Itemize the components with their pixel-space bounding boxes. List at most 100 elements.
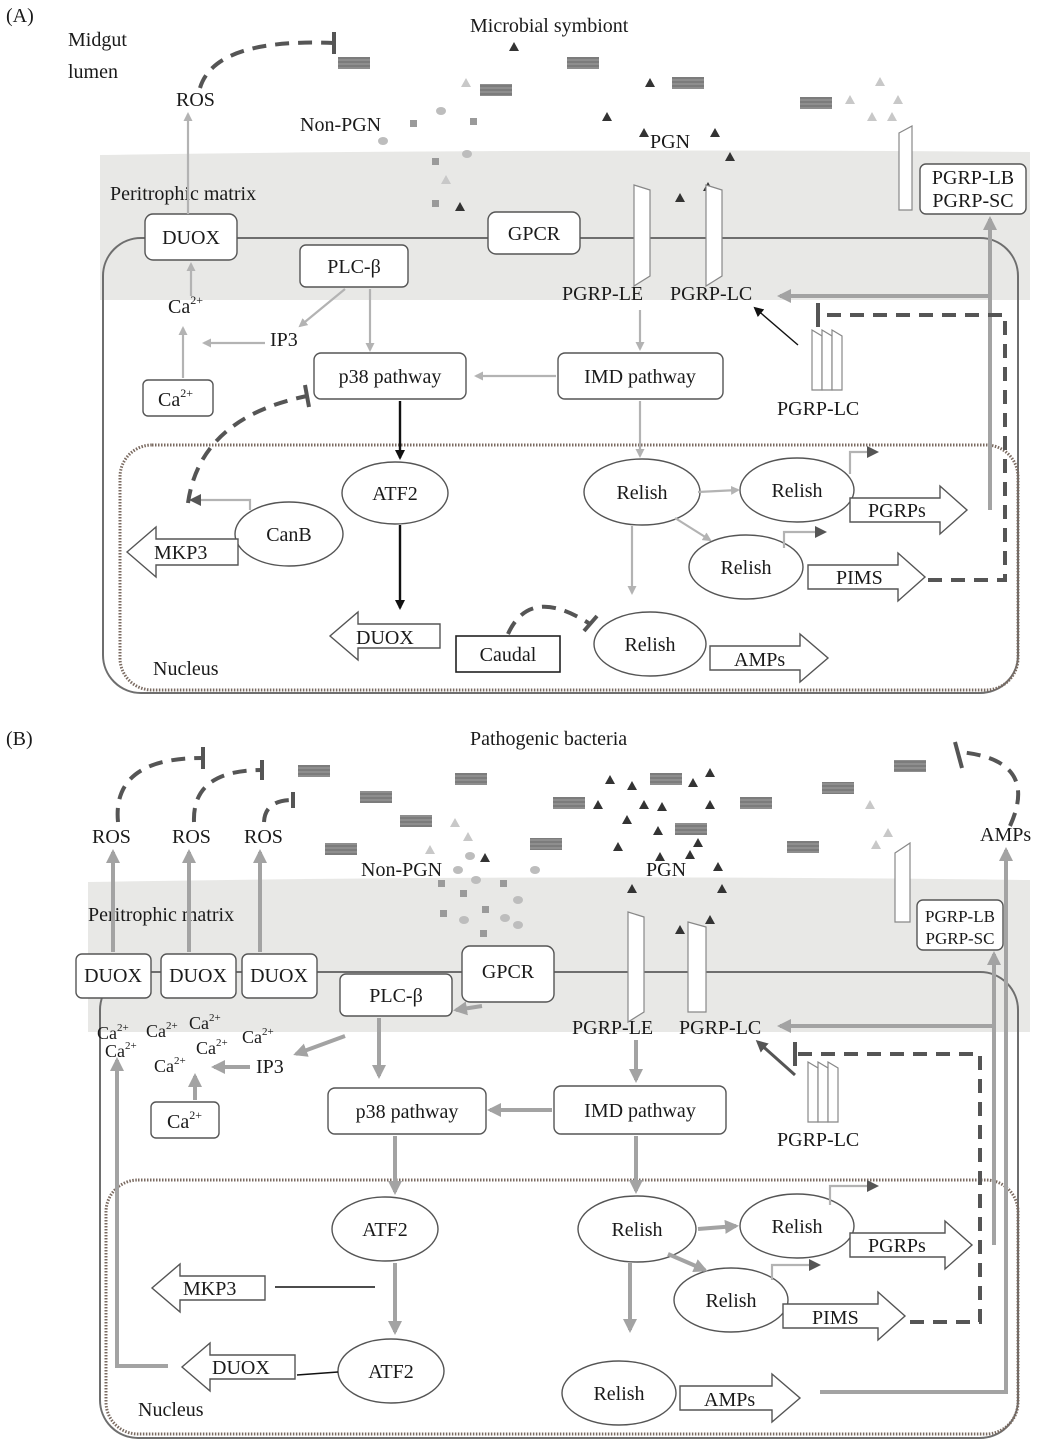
amps-inhibition-line	[959, 750, 1021, 827]
pgrp-lc-receptor	[705, 184, 723, 288]
tss-arrow	[782, 526, 827, 548]
imd-box-b	[553, 1085, 727, 1135]
non-pgn-particle	[480, 930, 487, 937]
arrow-relish-relish3	[674, 517, 712, 542]
pims-gene-b	[782, 1290, 907, 1342]
arrow-canb-mkp3	[189, 494, 252, 510]
pgn-particle	[688, 778, 698, 787]
panel-b: (B) Pathogenic bacteria	[6, 728, 1031, 1439]
ip3-label-b: IP3	[256, 1056, 284, 1078]
pgrp-lc-label: PGRP-LC	[670, 283, 752, 305]
duox-gene	[328, 610, 441, 662]
non-pgn-particle	[440, 910, 447, 917]
tss-arrow	[848, 446, 879, 474]
duox-gene-label-b: DUOX	[212, 1357, 270, 1379]
pgrp-le-label: PGRP-LE	[562, 283, 643, 305]
arrow-duox-gene-up	[110, 1057, 168, 1368]
mkp3-gene-b	[150, 1262, 266, 1314]
p38-label-b: p38 pathway	[356, 1101, 459, 1123]
pgn-particle	[613, 842, 623, 851]
pgrp-lc-receptor	[687, 921, 707, 1013]
pgn-particle	[705, 768, 715, 777]
ca-top-label: Ca2+	[168, 293, 203, 318]
peritrophic-matrix-b	[88, 877, 1030, 1032]
relish-label-2-b: Relish	[771, 1216, 822, 1238]
pgn-particle	[871, 840, 881, 849]
canb-node	[234, 501, 344, 567]
pgrp-le-receptor	[633, 184, 651, 288]
arrow-relish-relish2	[697, 1219, 739, 1234]
inhibit-pims-lc-b	[796, 1052, 982, 1324]
symbionts-a	[338, 42, 903, 211]
pgn-particle	[887, 112, 897, 121]
non-pgn-particle	[482, 906, 489, 913]
ros-label-1: ROS	[92, 826, 131, 848]
bacterium	[455, 773, 487, 785]
p38-box	[313, 352, 467, 400]
relish-label-1: Relish	[616, 482, 667, 504]
p38-box-b	[327, 1087, 487, 1135]
relish-node-3	[688, 534, 804, 600]
bacterium	[787, 841, 819, 853]
duox-label-3: DUOX	[250, 965, 308, 987]
inhibit-mkp3-p38	[186, 394, 308, 504]
pgn-particle	[883, 828, 893, 837]
ca-bottom-label: Ca2+	[158, 386, 193, 411]
relish-node-4-b	[561, 1360, 677, 1426]
bacterium	[298, 765, 330, 777]
atf2-label-1: ATF2	[362, 1219, 408, 1241]
pgn-particle	[693, 838, 703, 847]
non-pgn-particle	[432, 158, 439, 165]
relish-node-2-b	[739, 1193, 855, 1259]
plc-box-b	[339, 973, 453, 1017]
non-pgn-label: Non-PGN	[300, 114, 381, 136]
pgn-particle	[867, 112, 877, 121]
ros-label: ROS	[176, 89, 215, 111]
gpcr-box-b	[461, 945, 555, 1003]
pims-gene	[807, 551, 927, 603]
non-pgn-particle	[463, 832, 473, 841]
pims-label-b: PIMS	[812, 1307, 859, 1329]
atf2-node-1	[331, 1196, 439, 1262]
nucleus-b	[104, 1178, 1020, 1436]
amps-gene-b	[679, 1372, 802, 1424]
non-pgn-particle	[425, 845, 435, 854]
plc-label: PLC-β	[327, 256, 381, 278]
amps-label: AMPs	[734, 649, 785, 671]
pgrp-lc-cluster-label: PGRP-LC	[777, 398, 859, 420]
nucleus-label-b: Nucleus	[138, 1399, 204, 1421]
relish-label-4-b: Relish	[593, 1383, 644, 1405]
pgrp-lb-sc-secreted	[894, 841, 911, 923]
ros-inhibition-line	[198, 40, 335, 89]
pgrp-lb-sc-secreted	[898, 124, 913, 211]
inhibit-pims-lc	[818, 313, 1007, 582]
relish-label-3: Relish	[720, 557, 771, 579]
line-atf2-duox	[296, 1371, 339, 1376]
pgn-particle	[717, 884, 727, 893]
arrow-cluster-lc	[753, 306, 799, 346]
arrow-cluster-lc-b	[755, 1040, 796, 1077]
pgn-particle	[602, 112, 612, 121]
mkp3-label: MKP3	[154, 542, 207, 564]
pathogens-b	[298, 760, 926, 937]
pgrp-lb-sc-box	[919, 163, 1027, 215]
bacterium	[400, 815, 432, 827]
pgrp-le-label-b: PGRP-LE	[572, 1017, 653, 1039]
ros-inhibition-line	[262, 798, 294, 823]
bacterium	[822, 782, 854, 794]
non-pgn-particle	[378, 137, 388, 145]
pgn-particle	[455, 202, 465, 211]
bacterium	[650, 773, 682, 785]
duox-box-1	[75, 953, 152, 999]
bacterium	[800, 97, 832, 109]
pgn-particle	[639, 128, 649, 137]
pgn-label: PGN	[650, 131, 690, 153]
pgn-particle	[639, 800, 649, 809]
pgn-particle	[657, 802, 667, 811]
pgn-particle	[725, 152, 735, 161]
non-pgn-particle	[450, 818, 460, 827]
canb-label: CanB	[266, 524, 312, 546]
pgn-particle	[509, 42, 519, 51]
tss-arrow	[828, 1180, 879, 1205]
mkp3-gene	[125, 525, 239, 579]
